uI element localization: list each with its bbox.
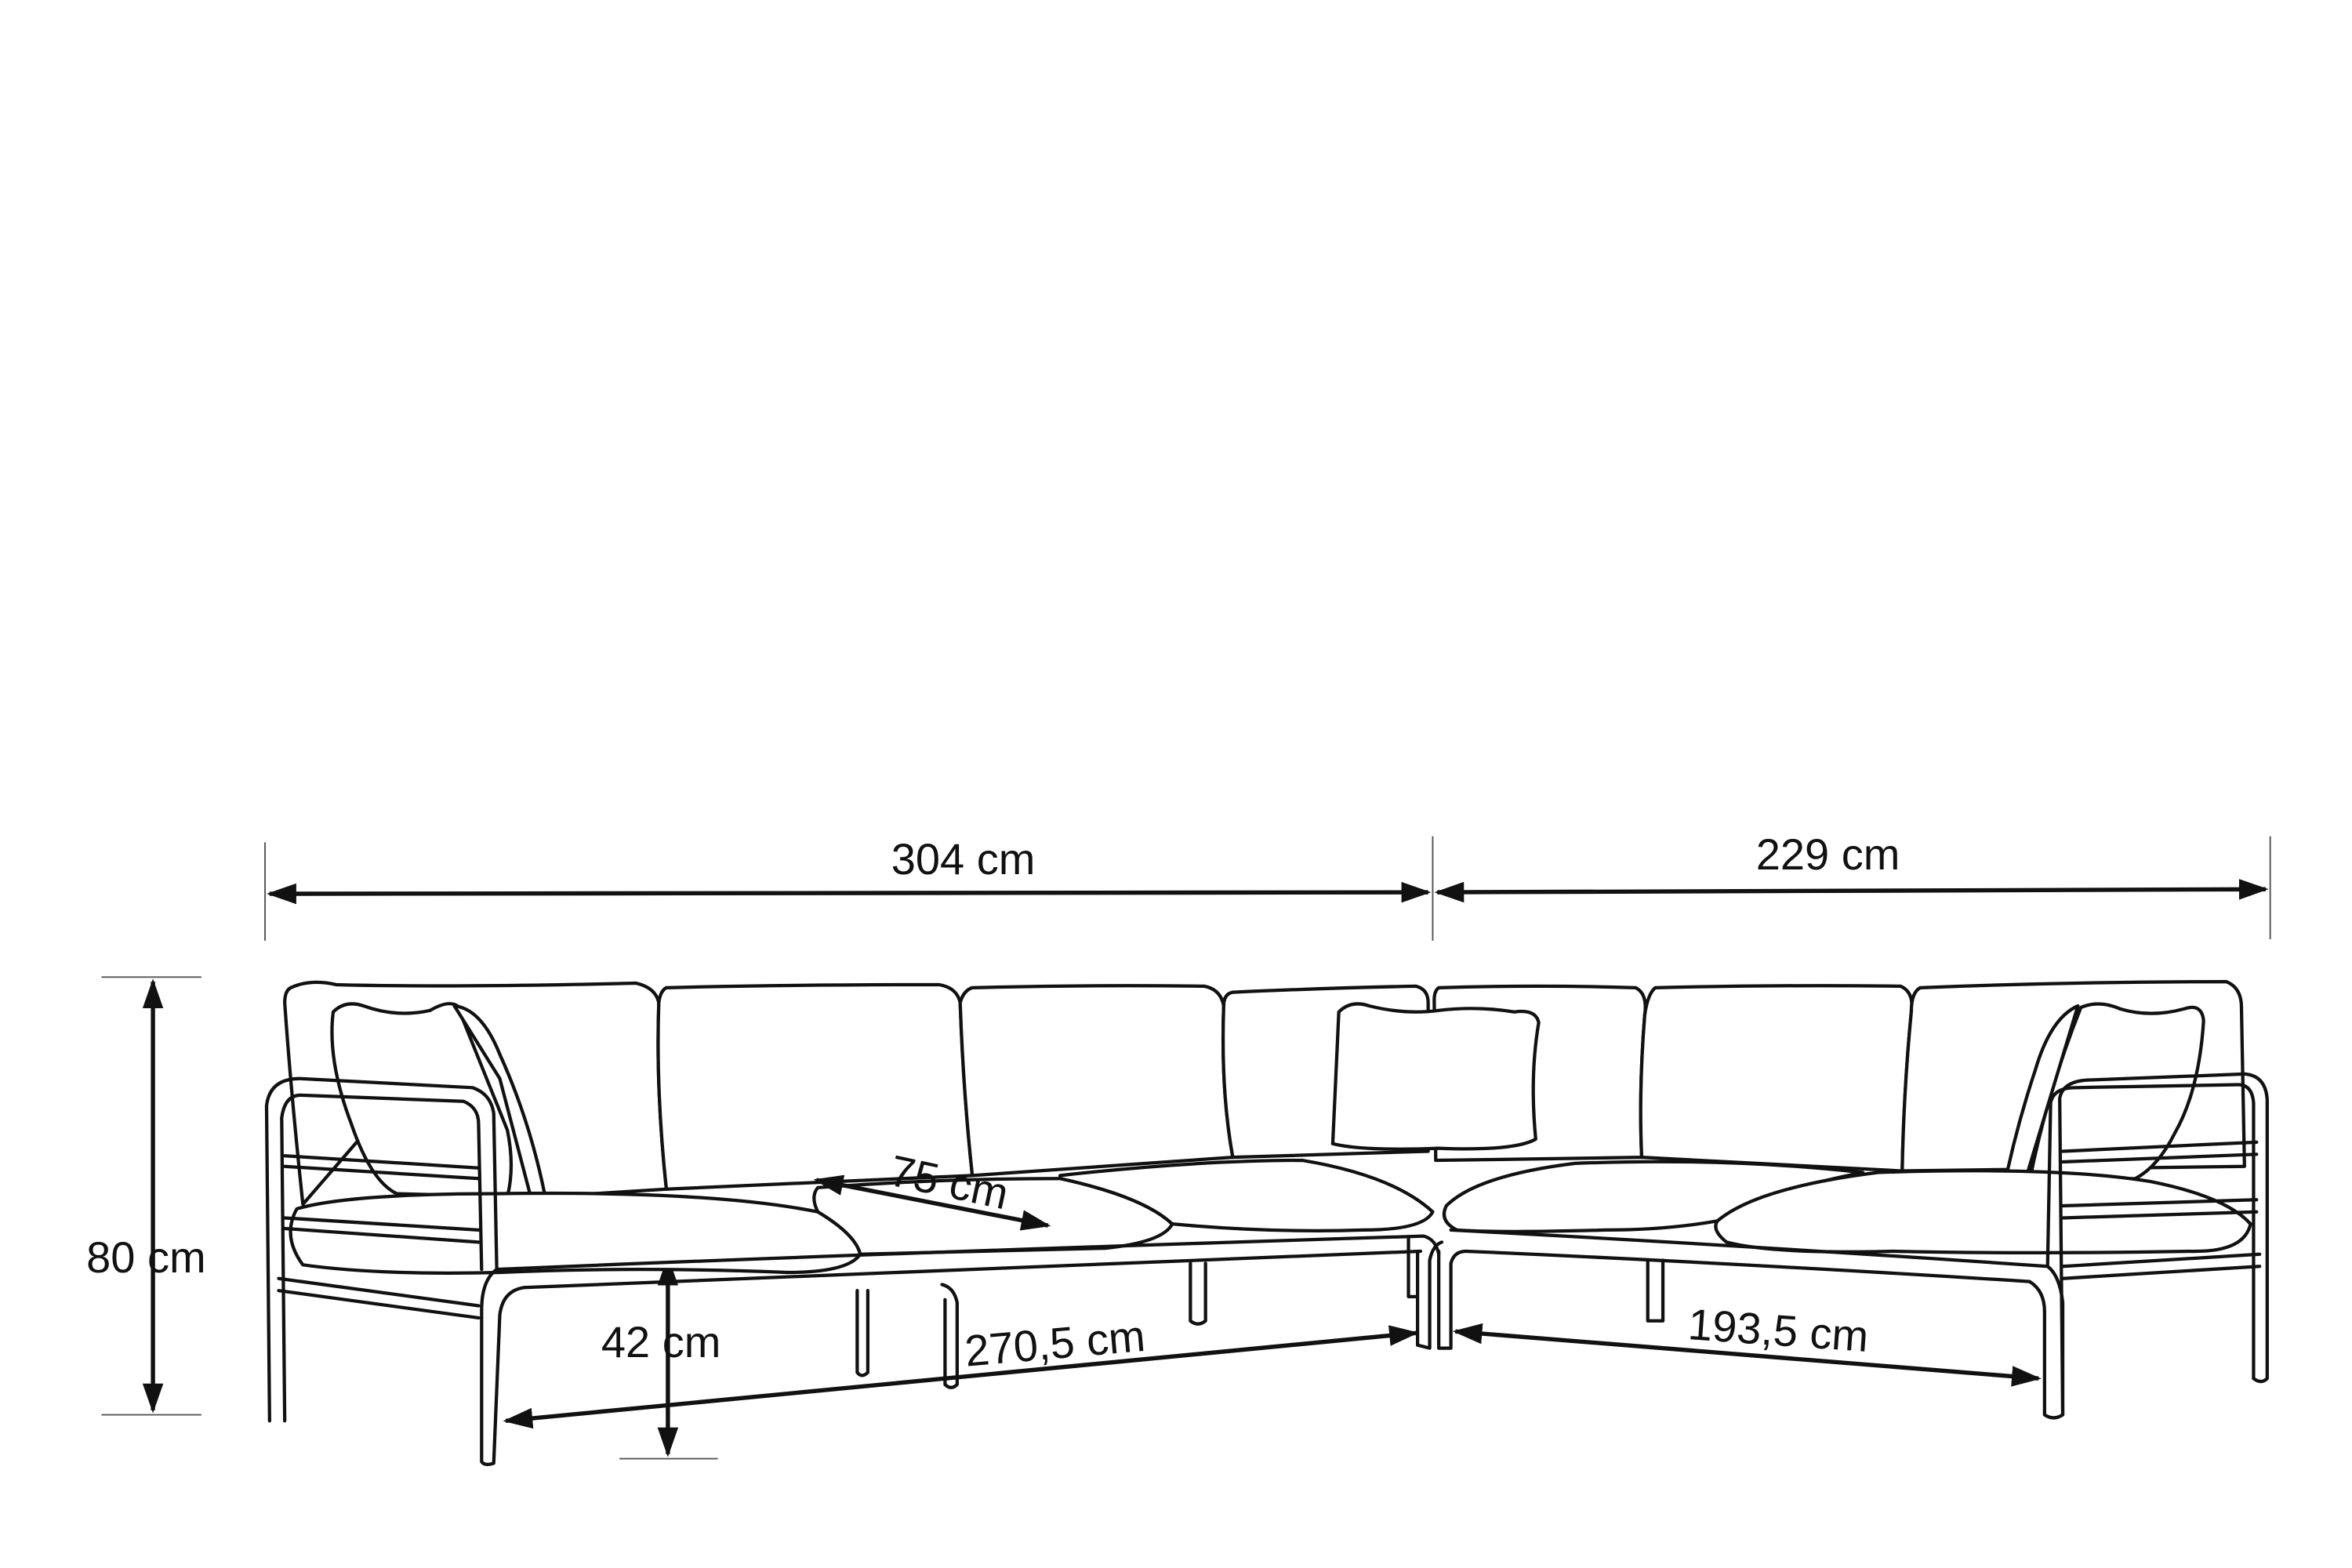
label-270-5-cm: 270,5 cm [963, 1311, 1147, 1376]
seat-cushion-3 [1058, 1158, 1435, 1232]
leg-left-3 [1189, 1261, 1207, 1326]
armrest-right-bar-3 [2060, 1252, 2262, 1280]
frame-right-rail-top [1449, 1228, 2049, 1269]
dimension-229-cm: 229 cm [1434, 829, 2271, 940]
sofa-drawing [264, 979, 2269, 1467]
armrest-left-outer [264, 1076, 499, 1423]
leg-corner [1406, 1237, 1468, 1350]
leg-left-2 [940, 1283, 959, 1389]
frame-left-rail-top [495, 1234, 1441, 1272]
armrest-right-outer [2058, 1072, 2269, 1417]
label-42-cm: 42 cm [601, 1317, 721, 1367]
armrest-left-inner [280, 1093, 484, 1423]
frame-right-front-curve [2027, 1265, 2065, 1420]
pillow-center [1330, 1002, 1541, 1151]
armrest-right-inner [2045, 1083, 2256, 1381]
armrest-left-bar-2 [283, 1216, 481, 1244]
dimension-193-5-cm: 193,5 cm [1452, 1299, 2042, 1387]
frame-left-front-curve [480, 1267, 526, 1467]
leg-left-1 [855, 1289, 870, 1377]
armrest-left-bar-3 [277, 1276, 481, 1320]
leg-right-1 [1646, 1258, 1665, 1323]
label-304-cm: 304 cm [891, 834, 1036, 884]
back-cushion-3 [958, 984, 1235, 1178]
dimension-80-cm: 80 cm [86, 976, 206, 1416]
seat-cushion-1 [289, 1191, 862, 1275]
armrest-right-bar-2 [2060, 1198, 2259, 1220]
label-229-cm: 229 cm [1756, 829, 1900, 879]
dimension-42-cm: 42 cm [601, 1255, 721, 1460]
frame-right-rail-bottom [1464, 1249, 2031, 1283]
dimension-304-cm: 304 cm [264, 834, 1434, 941]
armrest-left-bar-1 [283, 1154, 481, 1181]
label-80-cm: 80 cm [86, 1232, 206, 1282]
frame-left-rail-bottom [522, 1249, 1423, 1290]
armrest-right-bar-1 [2060, 1140, 2259, 1164]
back-cushion-6 [1639, 984, 1914, 1173]
